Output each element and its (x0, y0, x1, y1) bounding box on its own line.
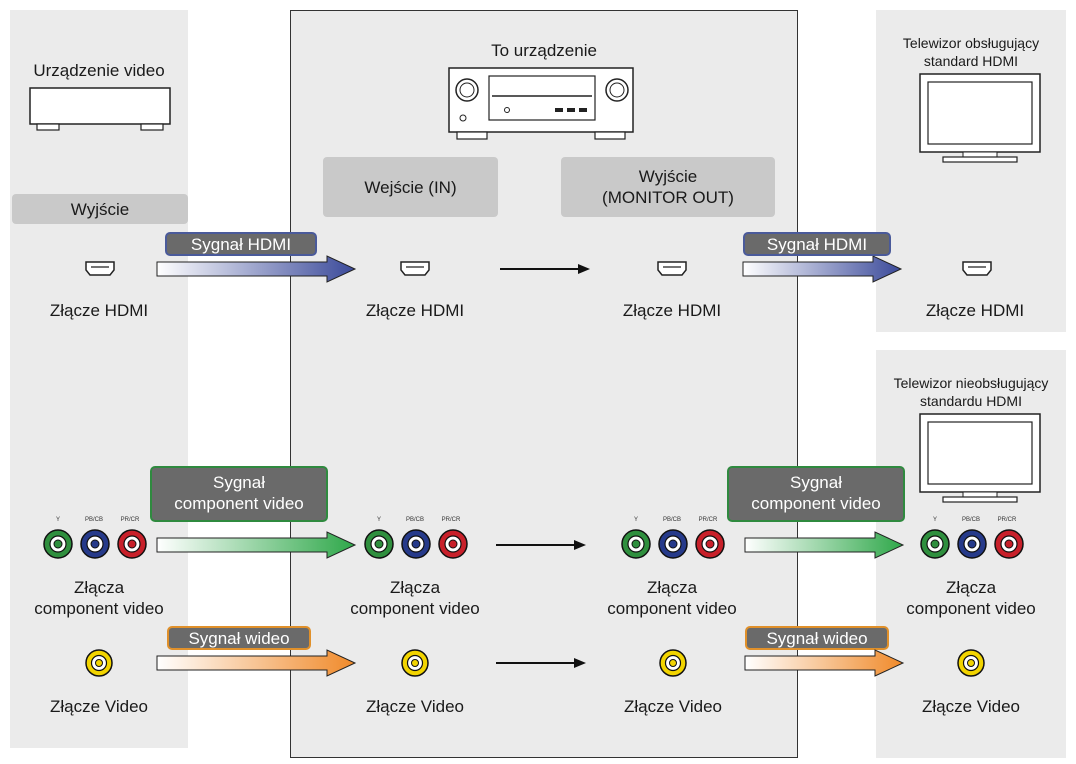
jack-label-pb: PB/CB (405, 517, 424, 523)
jack-label-pr: PR/CR (698, 517, 718, 523)
component-jacks-center-in: Y PB/CB PR/CR (362, 517, 472, 565)
center-device-title: To urządzenie (491, 41, 597, 60)
component-connector-line1: Złącza (389, 578, 441, 597)
jack-label-pr: PR/CR (441, 517, 461, 523)
component-connector-line1: Złącza (646, 578, 698, 597)
rca-jack-blue-icon (80, 529, 110, 559)
jack-label-y: Y (55, 517, 60, 523)
component-signal-line2: component video (751, 494, 881, 513)
center-output-label: Wyjście (MONITOR OUT) (561, 157, 775, 217)
component-connector-label: Złącza component video (10, 577, 188, 619)
rca-jack-green-icon (920, 529, 950, 559)
component-signal-arrow (744, 531, 905, 559)
component-signal-line2: component video (174, 494, 304, 513)
rca-jack-blue-icon (957, 529, 987, 559)
right-top-panel (876, 10, 1066, 332)
hdmi-connector-label: Złącze HDMI (49, 301, 149, 320)
component-connector-label: Złącza component video (320, 577, 510, 619)
jack-label-pr: PR/CR (120, 517, 140, 523)
component-connector-line1: Złącza (73, 578, 125, 597)
rca-jack-yellow-icon (85, 649, 113, 677)
center-output-label-line2: (MONITOR OUT) (602, 188, 734, 207)
component-jacks-right: Y PB/CB PR/CR (918, 517, 1028, 565)
hdmi-connector-label: Złącze HDMI (622, 301, 722, 320)
left-device-title: Urządzenie video (33, 61, 165, 80)
rca-jack-red-icon (438, 529, 468, 559)
rca-jack-red-icon (695, 529, 725, 559)
component-jacks-left: Y PB/CB PR/CR (41, 517, 151, 565)
left-output-label: Wyjście (12, 194, 188, 224)
center-output-label-line1: Wyjście (638, 167, 698, 186)
component-connector-line2: component video (350, 599, 480, 618)
jack-label-pb: PB/CB (84, 517, 103, 523)
video-device-icon (29, 87, 171, 131)
video-connector-label: Złącze Video (922, 697, 1020, 716)
component-connector-line2: component video (607, 599, 737, 618)
tv-nonhdmi-title-line2: standardu HDMI (920, 393, 1022, 409)
rca-jack-yellow-icon (659, 649, 687, 677)
video-signal-tag: Sygnał wideo (167, 626, 311, 650)
tv-hdmi-icon (919, 73, 1041, 163)
tv-hdmi-title-line1: Telewizor obsługujący (902, 35, 1040, 51)
jack-label-y: Y (633, 517, 638, 523)
component-connector-label: Złącza component video (876, 577, 1066, 619)
jack-label-pb: PB/CB (961, 517, 980, 523)
component-signal-arrow (156, 531, 357, 559)
jack-label-pb: PB/CB (662, 517, 681, 523)
passthrough-arrow (496, 540, 586, 550)
jack-label-pr: PR/CR (997, 517, 1017, 523)
center-panel (290, 10, 798, 758)
tv-nonhdmi-title-line1: Telewizor nieobsługujący (893, 375, 1049, 391)
rca-jack-green-icon (364, 529, 394, 559)
video-connector-label: Złącze Video (366, 697, 464, 716)
receiver-icon (448, 67, 634, 140)
hdmi-signal-arrow (156, 255, 357, 283)
passthrough-arrow (500, 264, 590, 274)
rca-jack-yellow-icon (957, 649, 985, 677)
component-jacks-center-out: Y PB/CB PR/CR (619, 517, 729, 565)
component-signal-line1: Sygnał (213, 473, 265, 492)
component-signal-line1: Sygnał (790, 473, 842, 492)
component-connector-line2: component video (906, 599, 1036, 618)
rca-jack-red-icon (117, 529, 147, 559)
component-signal-tag: Sygnał component video (150, 466, 328, 522)
component-connector-line2: component video (34, 599, 164, 618)
component-connector-line1: Złącza (945, 578, 997, 597)
jack-label-y: Y (932, 517, 937, 523)
video-signal-arrow (744, 649, 905, 677)
video-connector-label: Złącze Video (624, 697, 722, 716)
rca-jack-green-icon (621, 529, 651, 559)
component-connector-label: Złącza component video (577, 577, 767, 619)
hdmi-signal-tag: Sygnał HDMI (165, 232, 317, 256)
tv-nonhdmi-title: Telewizor nieobsługujący standardu HDMI (876, 374, 1066, 410)
hdmi-signal-tag: Sygnał HDMI (743, 232, 891, 256)
hdmi-port-icon (85, 261, 115, 276)
component-signal-tag: Sygnał component video (727, 466, 905, 522)
hdmi-connector-label: Złącze HDMI (365, 301, 465, 320)
passthrough-arrow (496, 658, 586, 668)
hdmi-connector-label: Złącze HDMI (925, 301, 1025, 320)
video-connector-label: Złącze Video (50, 697, 148, 716)
hdmi-port-icon (400, 261, 430, 276)
video-signal-arrow (156, 649, 357, 677)
rca-jack-yellow-icon (401, 649, 429, 677)
left-panel (10, 10, 188, 748)
rca-jack-green-icon (43, 529, 73, 559)
hdmi-port-icon (962, 261, 992, 276)
rca-jack-blue-icon (658, 529, 688, 559)
rca-jack-blue-icon (401, 529, 431, 559)
center-input-label: Wejście (IN) (323, 157, 498, 217)
tv-hdmi-title-line2: standard HDMI (923, 53, 1019, 69)
jack-label-y: Y (376, 517, 381, 523)
tv-hdmi-title: Telewizor obsługujący standard HDMI (876, 34, 1066, 70)
rca-jack-red-icon (994, 529, 1024, 559)
hdmi-signal-arrow (742, 255, 903, 283)
tv-nonhdmi-icon (919, 413, 1041, 503)
hdmi-port-icon (657, 261, 687, 276)
video-signal-tag: Sygnał wideo (745, 626, 889, 650)
